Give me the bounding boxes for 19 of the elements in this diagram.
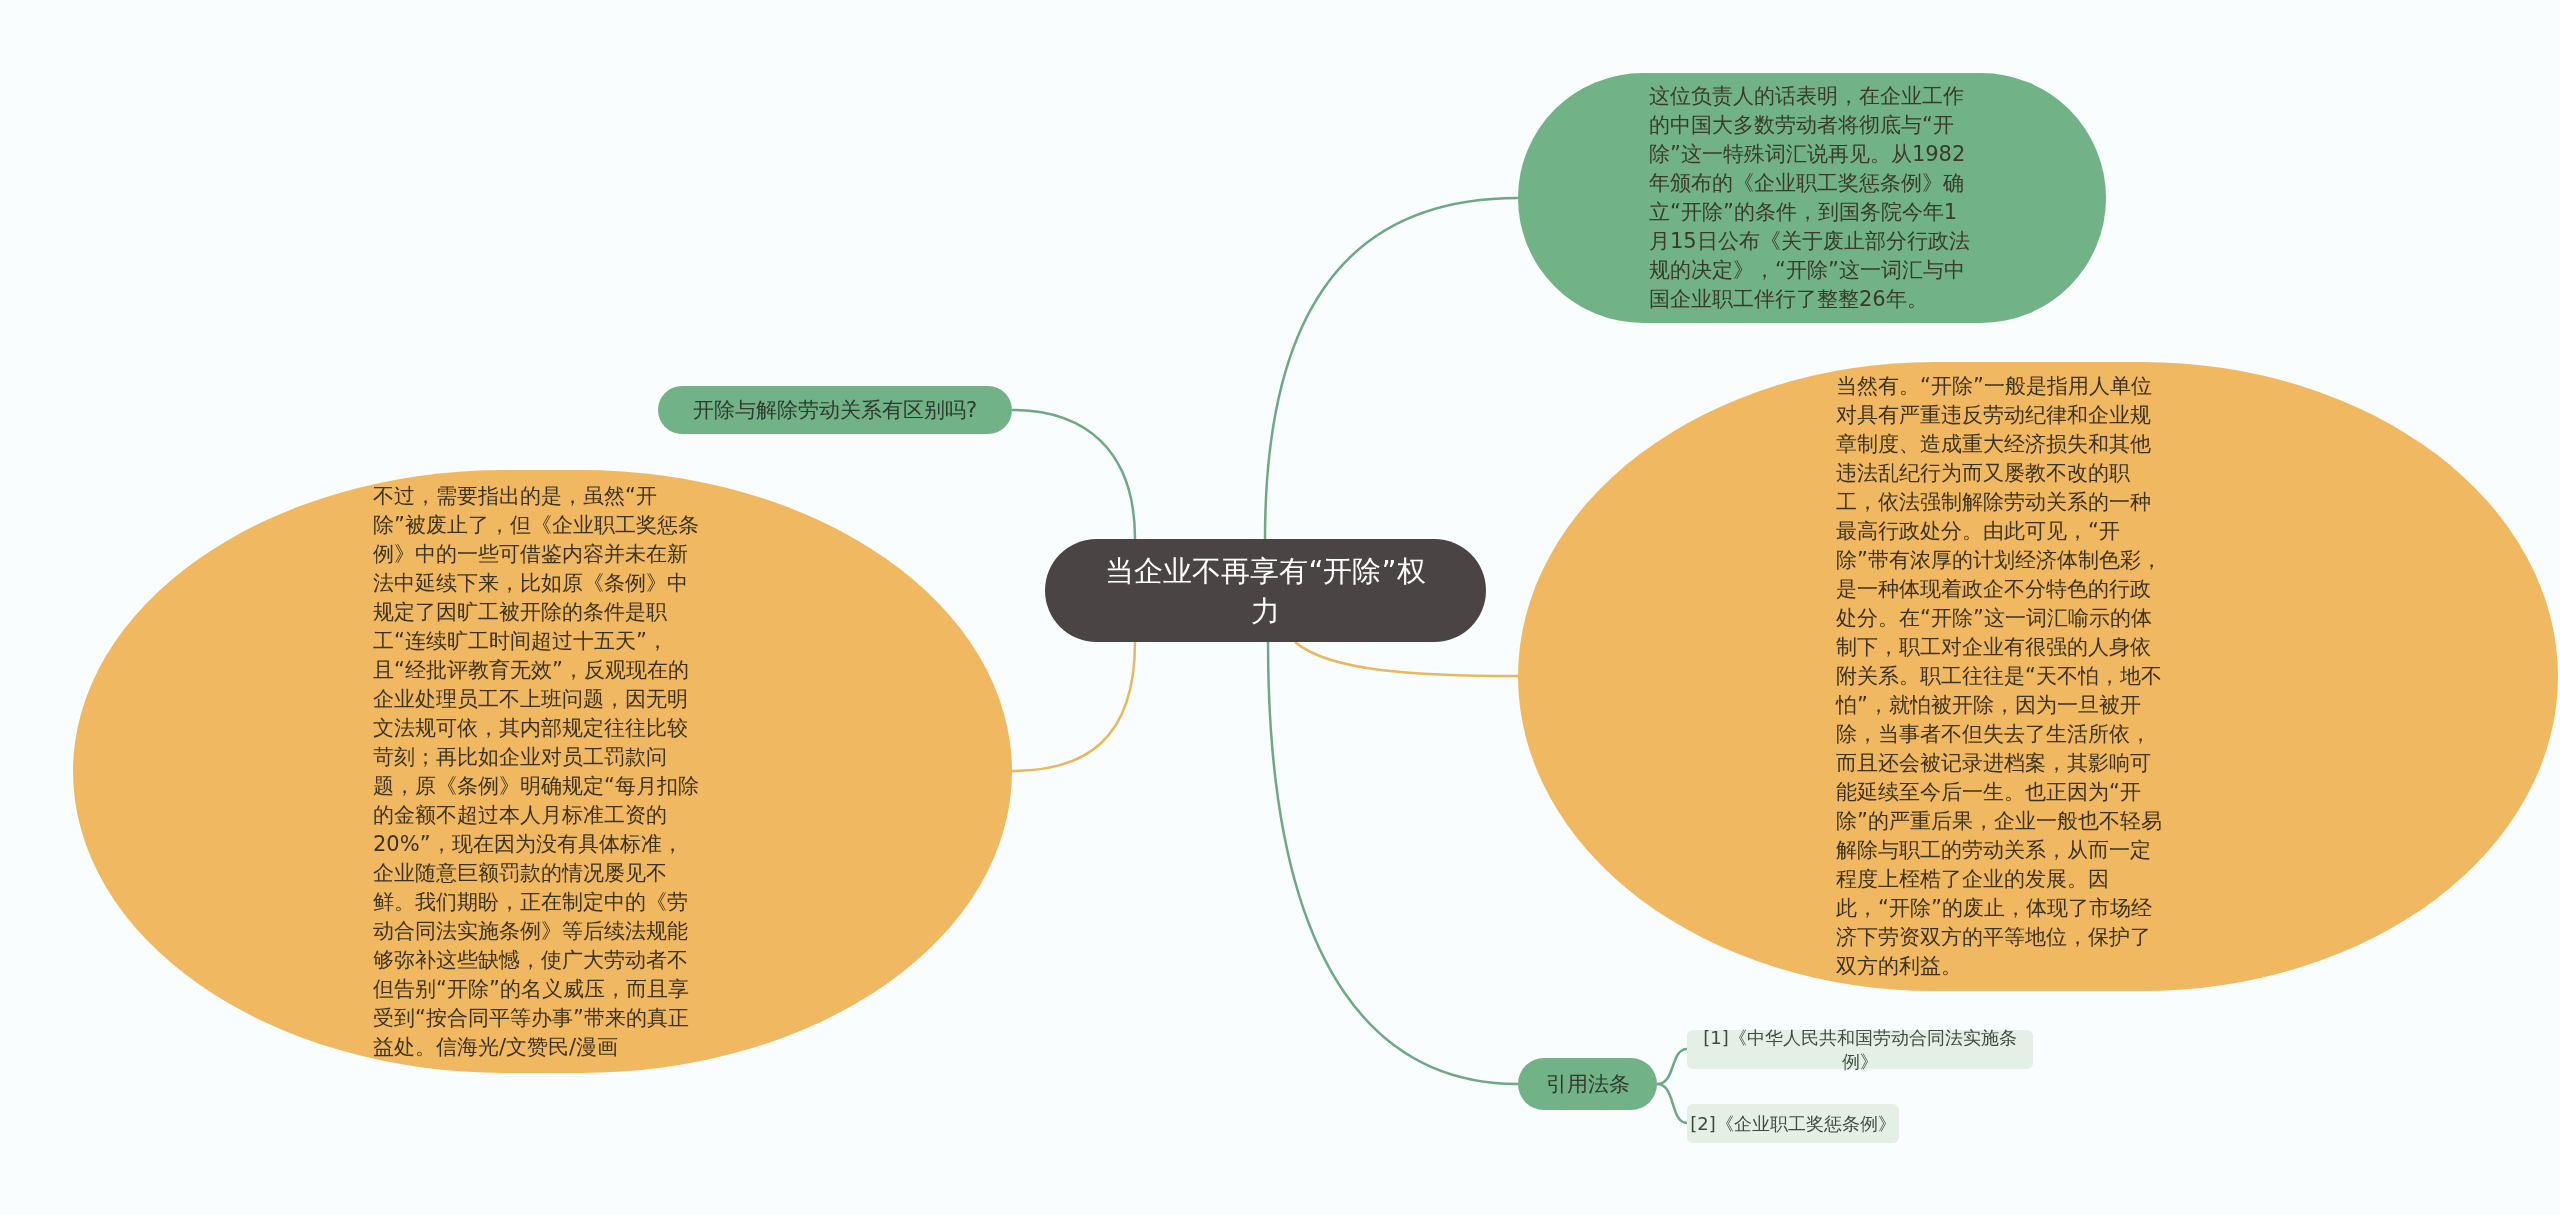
connector [1656, 1082, 1688, 1125]
connector [1266, 641, 1519, 1086]
topic-text: 开除与解除劳动关系有区别吗? [691, 397, 979, 424]
topic-text: [1]《中华人民共和国劳动合同法实施条例》 [1702, 1025, 2018, 1074]
connector [1294, 640, 1518, 678]
topic-pill [1518, 1058, 1657, 1110]
connector [1263, 196, 1519, 540]
topic-text: 当然有。“开除”一般是指用人单位对具有严重违反劳动纪律和企业规章制度、造成重大经济损失和其他违法乱纪行为而又屡教不改的职工，依法强制解除劳动关系的一种最高行政处分。由此可见，“开除”带有浓厚的计划经济体制色彩，是一种体现着政企不分特色的行政处分。在“开除”这一词汇喻示的体制下，职工对企业有很强的人身依附关系。职工往往是“天不怕，地不怕”，就怕被开除，因为一旦被开除，当事者不但失去了生活所依，而且还会被记录进档案，其影响可能延续至今后一生。也正因为“开除”的严重后果，企业一般也不轻易解除与职工的劳动关系，从而一定程度上桎梏了企业的发展。因此，“开除”的废止，体现了市场经济下劳资双方的平等地位，保护了双方的利益。 [1836, 373, 2163, 980]
topic-text: 这位负责人的话表明，在企业工作的中国大多数劳动者将彻底与“开除”这一特殊词汇说再见。从1982年颁布的《企业职工奖惩条例》确立“开除”的条件，到国务院今年1月15日公布《关于废止部分行政法规的决定》，“开除”这一词汇与中国企业职工伴行了整整26年。 [1649, 83, 1971, 313]
topic-text: 不过，需要指出的是，虽然“开除”被废止了，但《企业职工奖惩条例》中的一些可借鉴内容并未在新法中延续下来，比如原《条例》中规定了因旷工被开除的条件是职工“连续旷工时间超过十五天”，且“经批评教育无效”，反观现在的企业处理员工不上班问题，因无明文法规可依，其内部规定往往比较苛刻；再比如企业对员工罚款问题，原《条例》明确规定“每月扣除的金额不超过本人月标准工资的20%”，现在因为没有具体标准，企业随意巨额罚款的情况屡见不鲜。我们期盼，正在制定中的《劳动合同法实施条例》等后续法规能够弥补这些缺憾，使广大劳动者不但告别“开除”的名义威压，而且享受到“按合同平等办事”带来的真正益处。信海光/文赞民/漫画 [373, 482, 700, 1061]
connector [1011, 641, 1137, 773]
topic-title: 当企业不再享有“开除”权力 [1104, 552, 1427, 630]
reference-tag [1687, 1030, 2033, 1069]
connector [1011, 408, 1137, 540]
topic-text: 引用法条 [1544, 1071, 1631, 1098]
topic-text: [2]《企业职工奖惩条例》 [1689, 1111, 1897, 1136]
reference-tag [1687, 1104, 1899, 1143]
topic-pill [658, 386, 1012, 434]
connector [1656, 1047, 1688, 1086]
